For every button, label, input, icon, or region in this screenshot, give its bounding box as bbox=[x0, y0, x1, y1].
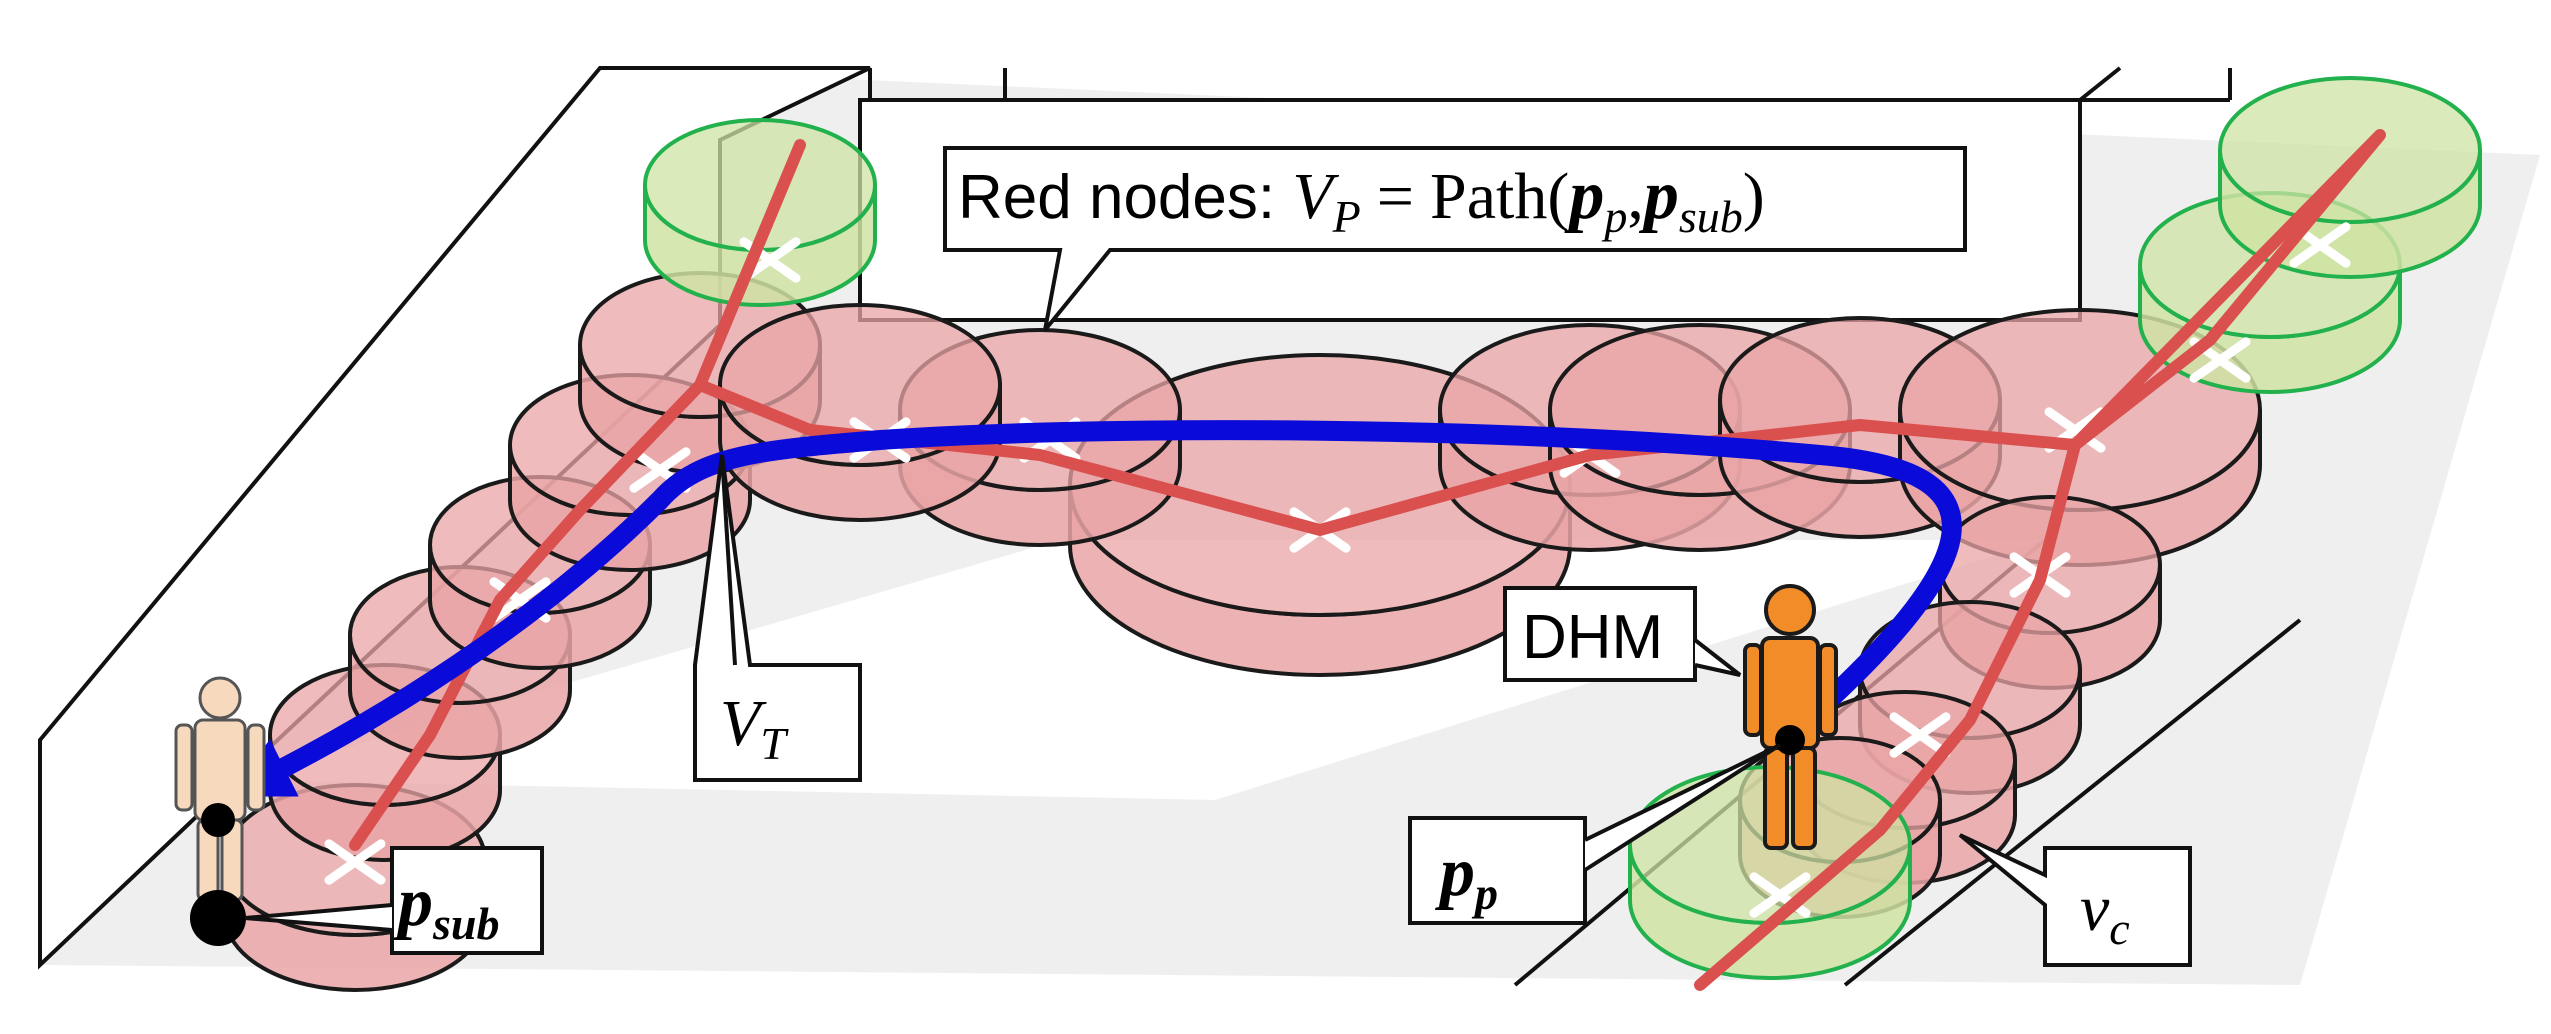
green-node-1 bbox=[643, 118, 877, 307]
path-caption-p1-sub: p bbox=[1601, 191, 1627, 242]
point-psub bbox=[190, 890, 246, 946]
vt-label-main: V bbox=[720, 687, 767, 760]
dhm-figure-icon bbox=[1743, 584, 1838, 850]
pp-label-main: p bbox=[1435, 834, 1475, 911]
path-caption-equals: = bbox=[1377, 160, 1414, 233]
svg-text:vc: vc bbox=[2080, 872, 2130, 954]
psub-callout: psub bbox=[244, 846, 544, 955]
dhm-label: DHM bbox=[1522, 603, 1663, 672]
blue-path-vt bbox=[227, 420, 1962, 797]
dhm-callout: DHM bbox=[1503, 586, 1742, 682]
path-caption-p2: p bbox=[1639, 157, 1679, 234]
path-caption-p2-sub: sub bbox=[1679, 191, 1743, 242]
vc-callout: vc bbox=[1958, 833, 2192, 967]
red-path-vp bbox=[349, 129, 2386, 991]
vc-label-main: v bbox=[2080, 872, 2110, 945]
pp-label-sub: p bbox=[1471, 868, 1498, 919]
path-caption-close: ) bbox=[1743, 160, 1765, 233]
point-subject-head bbox=[201, 803, 235, 837]
vt-label-sub: T bbox=[760, 718, 789, 769]
psub-label-sub: sub bbox=[432, 898, 499, 949]
node-cross-1 bbox=[324, 839, 386, 885]
svg-text:VT: VT bbox=[720, 687, 789, 769]
path-caption-callout: Red nodes: VP=Path(pp,psub) bbox=[943, 146, 1967, 332]
svg-text:psub: psub bbox=[393, 864, 499, 949]
path-caption-func: Path( bbox=[1430, 160, 1569, 233]
path-caption-v: V bbox=[1292, 160, 1339, 233]
psub-label-main: p bbox=[393, 864, 433, 941]
path-caption-prefix: Red nodes: bbox=[958, 163, 1292, 232]
svg-text:Red nodes: VP=Path(pp,psub): Red nodes: VP=Path(pp,psub) bbox=[958, 157, 1765, 242]
vt-callout: VT bbox=[693, 454, 862, 782]
path-caption-comma: , bbox=[1627, 160, 1644, 233]
point-pp bbox=[1775, 725, 1805, 755]
node-cross-12 bbox=[1889, 712, 1951, 758]
pp-callout: pp bbox=[1408, 743, 1782, 925]
path-caption-p1: p bbox=[1564, 157, 1604, 234]
path-caption-v-sub: P bbox=[1332, 191, 1361, 242]
svg-text:pp: pp bbox=[1435, 834, 1498, 919]
vc-label-sub: c bbox=[2109, 903, 2129, 954]
